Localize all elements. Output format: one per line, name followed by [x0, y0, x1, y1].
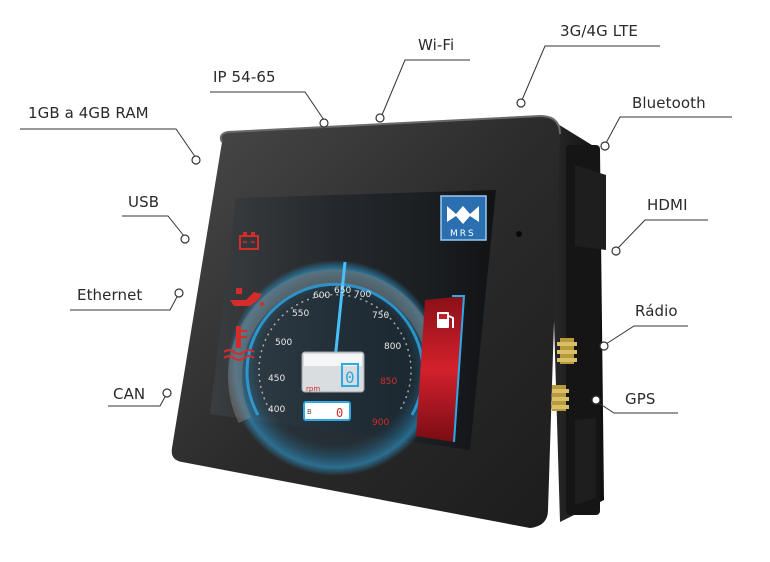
tick-label: 500 [275, 338, 292, 348]
digital-value: 0 [345, 368, 355, 387]
digital-readout: rpm B 0 0 [301, 351, 365, 421]
gauge-needle [333, 261, 347, 361]
feature-label-bluetooth: Bluetooth [632, 94, 706, 112]
fuel-icon [437, 312, 454, 328]
gear-value: 0 [336, 406, 343, 420]
camera-dot [516, 231, 522, 237]
feature-label-radio: Rádio [635, 302, 678, 320]
tick-label: 700 [354, 290, 371, 300]
feature-label-lte: 3G/4G LTE [560, 22, 638, 40]
feature-label-ram: 1GB a 4GB RAM [28, 104, 149, 122]
tick-label: 650 [334, 286, 351, 296]
feature-label-ethernet: Ethernet [77, 286, 143, 304]
tick-label-redline: 900 [372, 418, 389, 428]
tick-label: 750 [372, 311, 389, 321]
mrs-logo: MRS [440, 195, 487, 241]
gear-indicator [303, 401, 351, 421]
coolant-temperature-icon [223, 326, 255, 361]
oil-pressure-icon [230, 288, 264, 306]
svg-text:rpm: rpm [306, 385, 320, 393]
feature-label-can: CAN [113, 385, 146, 403]
digital-value-frame [341, 363, 359, 387]
tick-label: 450 [268, 374, 285, 384]
feature-label-wifi: Wi-Fi [418, 36, 455, 54]
svg-text:MRS: MRS [450, 229, 476, 239]
feature-label-usb: USB [128, 193, 160, 211]
tick-label: 400 [268, 405, 285, 415]
tick-label: 550 [292, 309, 309, 319]
feature-label-hdmi: HDMI [647, 196, 688, 214]
tick-label-redline: 850 [380, 377, 397, 387]
antenna-connector-gps [549, 385, 569, 411]
battery-warning-icon [239, 232, 259, 250]
svg-text:B: B [307, 408, 312, 416]
antenna-connector-radio [557, 338, 577, 364]
fuel-level-bar [416, 295, 466, 443]
tick-label: 800 [384, 342, 401, 352]
callout-leaders [20, 45, 732, 414]
feature-label-gps: GPS [625, 390, 656, 408]
callout-dots [162, 98, 621, 405]
feature-label-ip-rating: IP 54-65 [213, 68, 276, 86]
tick-label: 600 [313, 291, 330, 301]
